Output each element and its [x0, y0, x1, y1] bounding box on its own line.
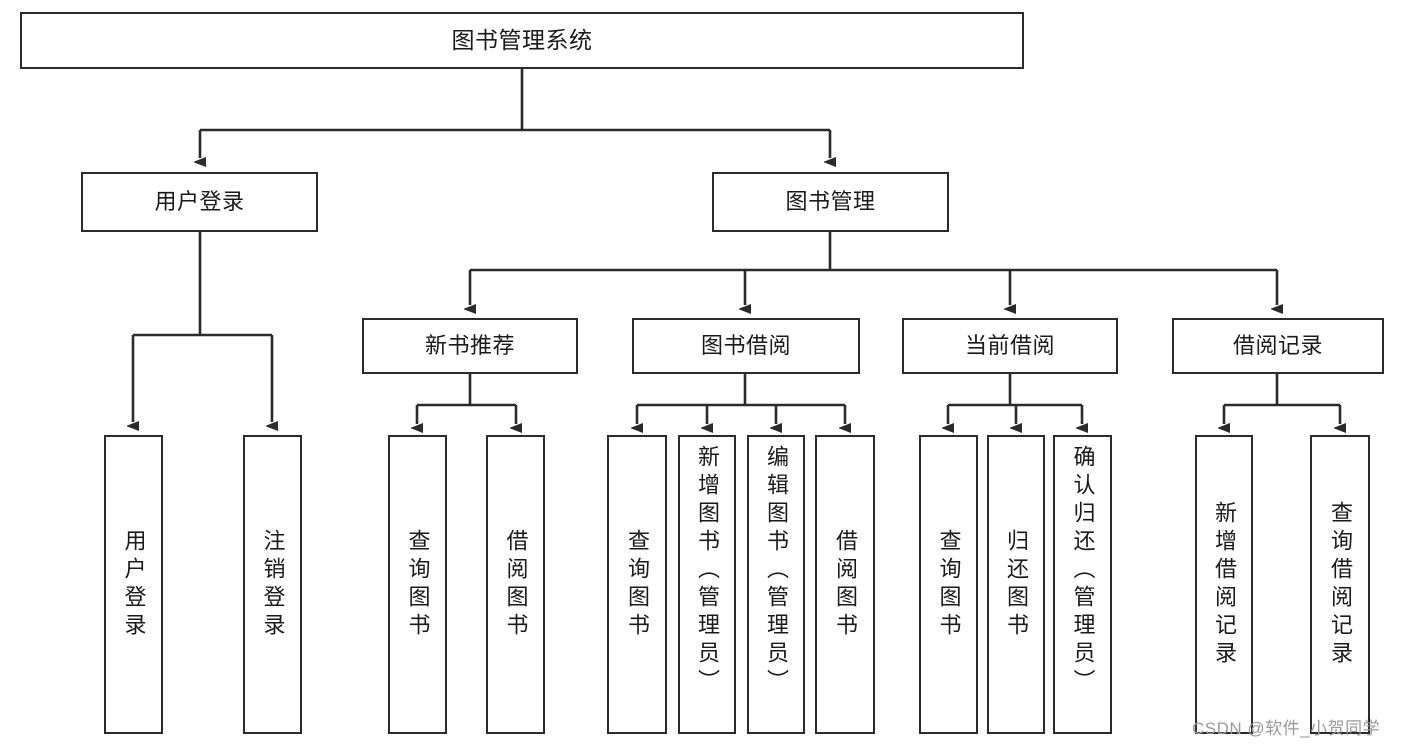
leaf-add-book-admin[interactable]: 新增图书（管理员）: [678, 435, 736, 734]
leaf-user-login[interactable]: 用户登录: [104, 435, 163, 734]
leaf-logout[interactable]: 注销登录: [243, 435, 302, 734]
node-book-borrow[interactable]: 图书借阅: [632, 318, 860, 374]
node-label: 查询图书: [405, 528, 431, 641]
leaf-confirm-return-admin[interactable]: 确认归还（管理员）: [1053, 435, 1112, 734]
node-label: 查询借阅记录: [1328, 500, 1353, 669]
node-user-login[interactable]: 用户登录: [81, 172, 318, 232]
node-label: 图书借阅: [700, 333, 791, 359]
node-label: 新增图书（管理员）: [695, 445, 720, 697]
leaf-edit-book-admin[interactable]: 编辑图书（管理员）: [747, 435, 805, 734]
node-label: 当前借阅: [964, 333, 1055, 359]
node-label: 图书管理系统: [451, 26, 593, 53]
node-label: 查询图书: [625, 528, 650, 641]
node-book-management[interactable]: 图书管理: [712, 172, 949, 232]
node-new-book-recommend[interactable]: 新书推荐: [362, 318, 578, 374]
node-label: 借阅图书: [833, 528, 858, 641]
node-label: 图书管理: [785, 189, 876, 215]
node-label: 编辑图书（管理员）: [764, 445, 789, 697]
leaf-return-book[interactable]: 归还图书: [987, 435, 1045, 734]
node-current-borrow[interactable]: 当前借阅: [902, 318, 1118, 374]
leaf-query-book-recommend[interactable]: 查询图书: [388, 435, 447, 734]
node-label: 新书推荐: [424, 333, 515, 359]
node-label: 新增借阅记录: [1212, 500, 1237, 669]
leaf-query-book-current[interactable]: 查询图书: [919, 435, 978, 734]
node-label: 查询图书: [936, 528, 962, 641]
node-label: 确认归还（管理员）: [1070, 445, 1096, 697]
leaf-borrow-book[interactable]: 借阅图书: [815, 435, 875, 734]
node-label: 注销登录: [260, 528, 286, 641]
node-borrow-records[interactable]: 借阅记录: [1172, 318, 1384, 374]
csdn-watermark: CSDN @软件_小贺同学: [1192, 719, 1381, 738]
node-label: 用户登录: [154, 189, 245, 215]
node-label: 归还图书: [1004, 528, 1029, 641]
leaf-borrow-book-recommend[interactable]: 借阅图书: [486, 435, 545, 734]
leaf-query-borrow-record[interactable]: 查询借阅记录: [1310, 435, 1370, 734]
leaf-query-book-borrow[interactable]: 查询图书: [607, 435, 667, 734]
node-label: 借阅记录: [1232, 333, 1323, 359]
node-label: 借阅图书: [503, 528, 529, 641]
leaf-add-borrow-record[interactable]: 新增借阅记录: [1195, 435, 1253, 734]
node-label: 用户登录: [121, 528, 147, 641]
node-book-management-system[interactable]: 图书管理系统: [20, 12, 1024, 69]
